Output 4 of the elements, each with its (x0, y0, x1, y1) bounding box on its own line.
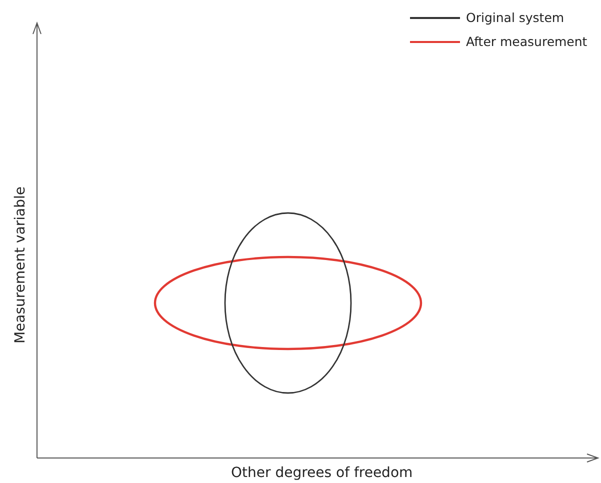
axis-label: Other degrees of freedom (231, 465, 413, 481)
legend-label: Original system (466, 10, 564, 26)
legend-label: After measurement (466, 34, 588, 50)
axis-label: Measurement variable (12, 186, 28, 344)
